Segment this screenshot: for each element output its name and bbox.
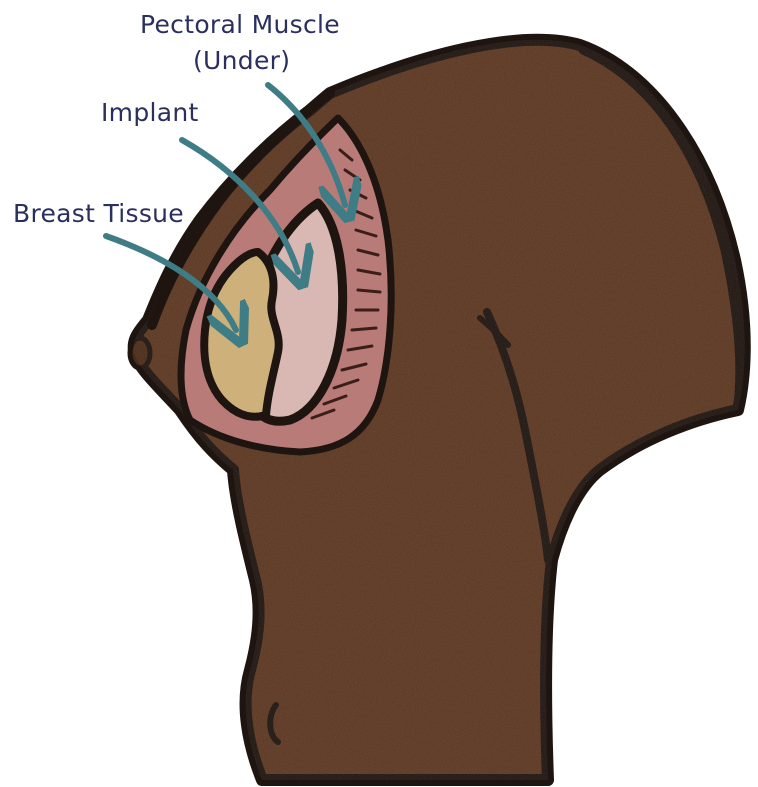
label-pectoral-muscle-under: (Under) xyxy=(193,45,290,77)
label-implant: Implant xyxy=(101,97,199,129)
label-pectoral-muscle: Pectoral Muscle xyxy=(140,9,340,41)
label-breast-tissue: Breast Tissue xyxy=(13,198,184,230)
